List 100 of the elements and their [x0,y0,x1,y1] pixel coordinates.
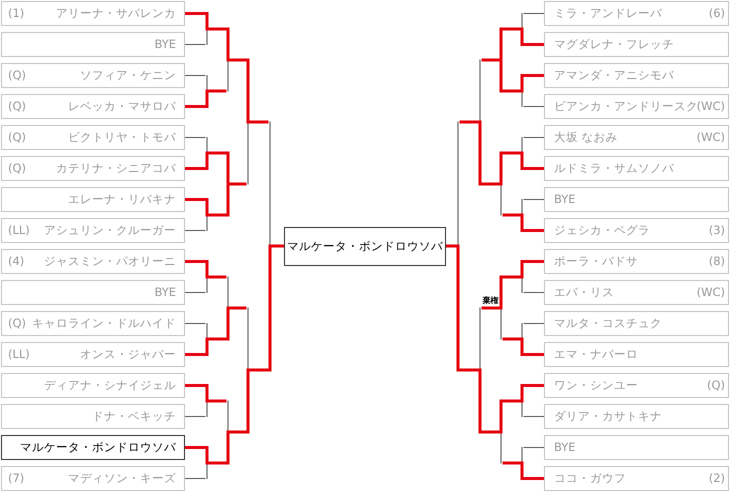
seed-label: (4) [8,253,24,270]
entry-name: ジェシカ・ペグラ [554,222,650,239]
bracket-line [250,120,268,124]
entry-name: マグダレナ・フレッチ [554,36,674,53]
seed-label: (Q) [8,67,26,84]
bracket-bar [206,137,208,170]
player-box [1,311,185,336]
bracket-bar [478,60,482,186]
seed-label: (LL) [8,346,30,363]
bracket-line [502,152,520,154]
seed-label: (Q) [8,129,26,146]
entry-name: ワン・シンユー [554,377,638,394]
entry-name: マディソン・キーズ [68,470,176,487]
seed-label: (WC) [696,284,725,301]
player-box [1,218,185,243]
bracket-line [185,353,206,356]
bracket-line [523,323,544,324]
bracket-bar [520,137,524,170]
player-box [544,218,729,243]
bracket-line [523,447,544,448]
bracket-line [250,368,268,372]
bracket-line [208,152,226,154]
bracket-line [184,416,206,417]
bracket-line [208,338,226,340]
player-box [544,435,729,460]
player-box [1,1,185,26]
bracket-line [502,338,520,340]
bracket-line [185,260,206,263]
bracket-bar [500,28,502,92]
bracket-line [184,75,206,76]
seed-label: (3) [708,222,725,239]
player-box [1,63,185,88]
entry-name: ダリア・カサトキナ [554,408,662,425]
bracket-line [208,90,226,92]
entry-name: マルタ・コスチュク [554,315,662,332]
bracket-line [185,198,206,201]
winner-box [284,227,446,266]
bracket-bar [206,384,208,417]
player-box [1,187,185,212]
player-box [544,1,729,26]
entry-name: エバ・リス [554,284,614,301]
player-box [544,311,729,336]
bracket-line [230,430,246,434]
player-box [1,280,185,305]
player-box [544,32,729,57]
seed-label: (LL) [8,222,30,239]
bracket-bar [268,122,272,372]
bracket-line [460,120,478,124]
bracket-line [502,28,520,30]
entry-name: ミラ・アンドレーバ [554,5,662,22]
entry-name: ビアンカ・アンドリースク [554,98,698,115]
bracket-bar [226,28,230,92]
bracket-bar [206,260,208,293]
bracket-bar [206,323,208,356]
entry-name: ドナ・ベキッチ [92,408,176,425]
bracket-line [208,214,226,216]
bracket-line [208,276,226,278]
bracket-bar [246,58,250,184]
bracket-bar [520,447,524,480]
bracket-line [502,462,520,464]
bracket-bar [206,198,208,231]
bracket-line [524,167,544,170]
bracket-bar [456,122,460,372]
entry-name: BYE [554,191,576,208]
player-box [1,342,185,367]
bracket-bar [226,400,230,464]
bracket-line [524,74,544,77]
bracket-line [523,199,544,200]
player-box [544,63,729,88]
entry-name: ルドミラ・サムソノバ [554,160,674,177]
bracket-line [185,105,206,108]
bracket-line [230,306,246,310]
seed-label: (8) [708,253,725,270]
bracket-line [272,244,284,248]
entry-name: 大坂 なおみ [554,129,618,146]
player-box [1,249,185,274]
seed-label: (Q) [706,377,725,394]
bracket-line [230,182,246,186]
player-box [544,466,729,491]
entry-name: BYE [554,439,576,456]
seed-label: (Q) [8,160,26,177]
bracket-line [184,44,206,45]
bracket-line [482,306,500,310]
entry-name: アマンダ・アニシモバ [554,67,674,84]
entry-name: マルケータ・ボンドロウソバ [20,439,176,456]
bracket-line [208,28,226,30]
bracket-line [184,292,206,293]
bracket-bar [206,12,208,45]
edge-label: 棄権 [482,296,498,305]
entry-name: カテリナ・シニアコバ [56,160,176,177]
bracket-line [524,384,544,387]
bracket-line [185,167,206,170]
player-box [1,373,185,398]
bracket-line [523,416,544,417]
bracket-line [184,323,206,324]
seed-label: (Q) [8,98,26,115]
bracket-line [208,462,226,464]
bracket-line [482,430,500,434]
entry-name: キャロライン・ドルハイド [32,315,176,332]
bracket-bar [520,260,524,293]
